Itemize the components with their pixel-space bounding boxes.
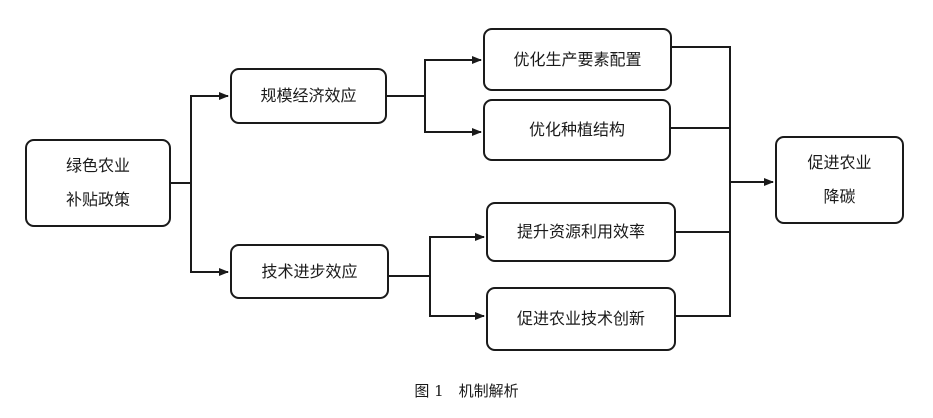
connector-scale-to-optimize-structure bbox=[424, 96, 482, 136]
policy-label-line-1: 绿色农业 bbox=[65, 156, 130, 175]
connector-collector-bus bbox=[672, 46, 731, 317]
figure-caption: 图 1 机制解析 bbox=[414, 382, 519, 400]
optimize-structure-node: 优化种植结构 bbox=[483, 99, 671, 161]
connector-tech-to-resource-efficiency bbox=[389, 233, 485, 277]
tech-effect-node: 技术进步效应 bbox=[230, 244, 389, 299]
resource-efficiency-label: 提升资源利用效率 bbox=[516, 222, 645, 241]
scale-effect-label: 规模经济效应 bbox=[260, 86, 357, 105]
connector-policy-to-scale-effect bbox=[171, 92, 229, 184]
outcome-node: 促进农业 降碳 bbox=[775, 136, 904, 224]
outcome-label-line-1: 促进农业 bbox=[807, 153, 872, 172]
optimize-factors-node: 优化生产要素配置 bbox=[483, 28, 672, 91]
policy-label-line-2: 补贴政策 bbox=[65, 190, 130, 209]
tech-innovation-node: 促进农业技术创新 bbox=[486, 287, 676, 351]
connector-scale-to-optimize-factors bbox=[387, 56, 482, 97]
optimize-factors-label: 优化生产要素配置 bbox=[513, 49, 642, 69]
connector-policy-to-tech-effect bbox=[190, 183, 229, 276]
scale-effect-node: 规模经济效应 bbox=[230, 68, 387, 124]
connector-tech-to-tech-innovation bbox=[429, 276, 485, 320]
policy-node: 绿色农业 补贴政策 bbox=[25, 139, 171, 227]
resource-efficiency-node: 提升资源利用效率 bbox=[486, 202, 676, 262]
optimize-structure-label: 优化种植结构 bbox=[528, 120, 625, 139]
connector-lines bbox=[171, 46, 774, 320]
outcome-label-line-2: 降碳 bbox=[823, 187, 856, 206]
tech-innovation-label: 促进农业技术创新 bbox=[516, 309, 645, 328]
tech-effect-label: 技术进步效应 bbox=[261, 261, 358, 281]
